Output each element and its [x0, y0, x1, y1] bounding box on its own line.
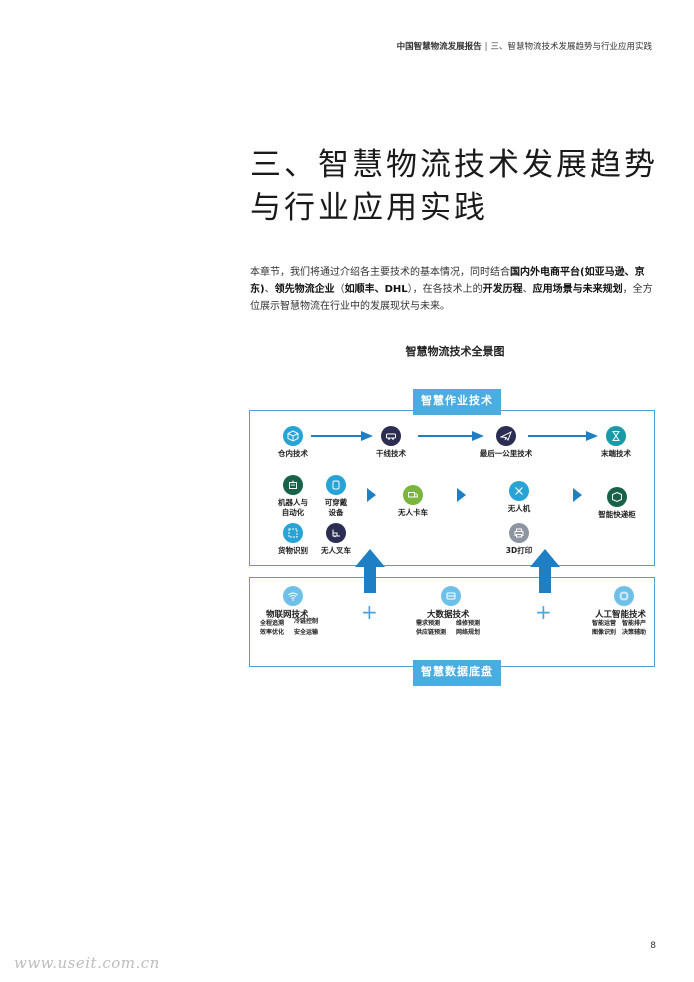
intro-bold-4: 开发历程: [482, 284, 523, 295]
iot-item-3: 效率优化: [260, 629, 285, 636]
drone-icon: [509, 481, 529, 501]
diagram-title: 智慧物流技术全景图: [405, 345, 505, 358]
intro-text-1: 本章节，我们将通过介绍各主要技术的基本情况，同时结合: [250, 267, 510, 278]
flow-arrow-head-1: [361, 431, 373, 441]
intro-text-4: ），在各技术上的: [407, 284, 483, 295]
label-warehouse: 仓内技术: [278, 449, 308, 458]
node-3d-print: 3D打印: [496, 523, 542, 556]
intro-bold-2: 领先物流企业: [274, 284, 335, 295]
truck-icon: [403, 485, 423, 505]
train-icon: [381, 426, 401, 446]
intro-text-5: 、: [522, 284, 533, 295]
locker-icon: [607, 487, 627, 507]
node-forklift: 无人叉车: [313, 523, 359, 556]
wearable-icon: [326, 475, 346, 495]
chip-icon: [614, 586, 634, 606]
flow-arrow-line-1: [311, 435, 363, 437]
running-header: 中国智慧物流发展报告|三、智慧物流技术发展趋势与行业应用实践: [397, 40, 652, 52]
node-wearable: 可穿戴 设备: [313, 475, 359, 518]
wifi-icon: [283, 586, 303, 606]
ai-item-1: 智能运营: [592, 620, 617, 627]
node-cargo-id: 货物识别: [270, 523, 316, 556]
label-terminal: 末端技术: [601, 449, 631, 458]
plane-icon: [496, 426, 516, 446]
node-ai-icon: [613, 586, 635, 606]
label-last-mile: 最后一公里技术: [479, 449, 533, 458]
box-icon: [283, 426, 303, 446]
label-wearable: 可穿戴 设备: [324, 498, 348, 517]
intro-bold-1: 国内外电商平台(如亚马逊、京东): [250, 267, 645, 295]
bigdata-item-3: 供应链预测: [416, 629, 447, 636]
intro-text-2: 、: [264, 284, 275, 295]
node-warehouse: 仓内技术: [268, 426, 318, 459]
label-robot: 机器人与 自动化: [278, 498, 308, 517]
ai-title: 人工智能技术: [595, 610, 647, 620]
intro-bold-5: 应用场景与未来规划: [532, 284, 623, 295]
bigdata-item-1: 需求预测: [416, 620, 441, 627]
node-trunk: 干线技术: [366, 426, 416, 459]
label-drone: 无人机: [507, 504, 531, 513]
hourglass-icon: [606, 426, 626, 446]
node-robot: 机器人与 自动化: [270, 475, 316, 518]
label-trunk: 干线技术: [376, 449, 406, 458]
flow-arrow-line-2: [418, 435, 474, 437]
bigdata-title: 大数据技术: [427, 610, 470, 620]
iot-item-1: 全程追溯: [260, 620, 285, 627]
intro-text-3: （: [334, 284, 345, 295]
ai-item-3: 图像识别: [592, 629, 617, 636]
ai-item-4: 决策辅助: [622, 629, 647, 636]
flow-triangle-2: [457, 488, 466, 502]
forklift-icon: [326, 523, 346, 543]
node-terminal: 末端技术: [591, 426, 641, 459]
report-title: 中国智慧物流发展报告: [396, 42, 482, 52]
label-locker: 智能快递柜: [598, 510, 636, 519]
up-arrow-left: [355, 549, 385, 593]
node-truck: 无人卡车: [390, 485, 436, 518]
robot-icon: [283, 475, 303, 495]
node-bigdata-icon: [440, 586, 462, 606]
plus-sign-2: +: [535, 600, 552, 624]
intro-paragraph: 本章节，我们将通过介绍各主要技术的基本情况，同时结合国内外电商平台(如亚马逊、京…: [250, 264, 660, 315]
flow-triangle-1: [367, 488, 376, 502]
label-truck: 无人卡车: [398, 508, 428, 517]
chapter-title: 三、智慧物流技术发展趋势与行业应用实践: [250, 147, 658, 226]
flow-arrow-head-2: [472, 431, 484, 441]
iot-title: 物联网技术: [266, 610, 309, 620]
bigdata-item-2: 维修预测: [456, 620, 481, 627]
scan-icon: [283, 523, 303, 543]
node-iot-icon: [276, 586, 310, 606]
label-forklift: 无人叉车: [321, 546, 351, 555]
flow-arrow-head-3: [586, 431, 598, 441]
up-arrow-right: [530, 549, 560, 593]
node-locker: 智能快递柜: [591, 487, 643, 520]
node-last-mile: 最后一公里技术: [470, 426, 542, 459]
plus-sign-1: +: [361, 600, 378, 624]
label-cargo-id: 货物识别: [278, 546, 308, 555]
operations-tech-tag: 智慧作业技术: [413, 389, 501, 415]
iot-item-2: 冷链控制: [294, 618, 319, 625]
bigdata-item-4: 网络规划: [456, 629, 481, 636]
ai-item-2: 智能排产: [622, 620, 647, 627]
database-icon: [441, 586, 461, 606]
printer-icon: [509, 523, 529, 543]
data-platform-tag: 智慧数据底盘: [413, 660, 501, 686]
section-title: 三、智慧物流技术发展趋势与行业应用实践: [490, 42, 652, 52]
node-drone: 无人机: [496, 481, 542, 514]
label-3d-print: 3D打印: [505, 546, 533, 555]
flow-arrow-line-3: [528, 435, 588, 437]
flow-triangle-3: [573, 488, 582, 502]
intro-bold-3: 如顺丰、DHL: [344, 284, 408, 295]
iot-item-4: 安全运输: [294, 629, 319, 636]
watermark: www.useit.com.cn: [14, 954, 160, 972]
intro-text-6: ，全方位展示智慧物流在行业中的发展现状与未来。: [250, 284, 653, 312]
header-separator: |: [484, 42, 488, 52]
page-number: 8: [650, 941, 656, 951]
